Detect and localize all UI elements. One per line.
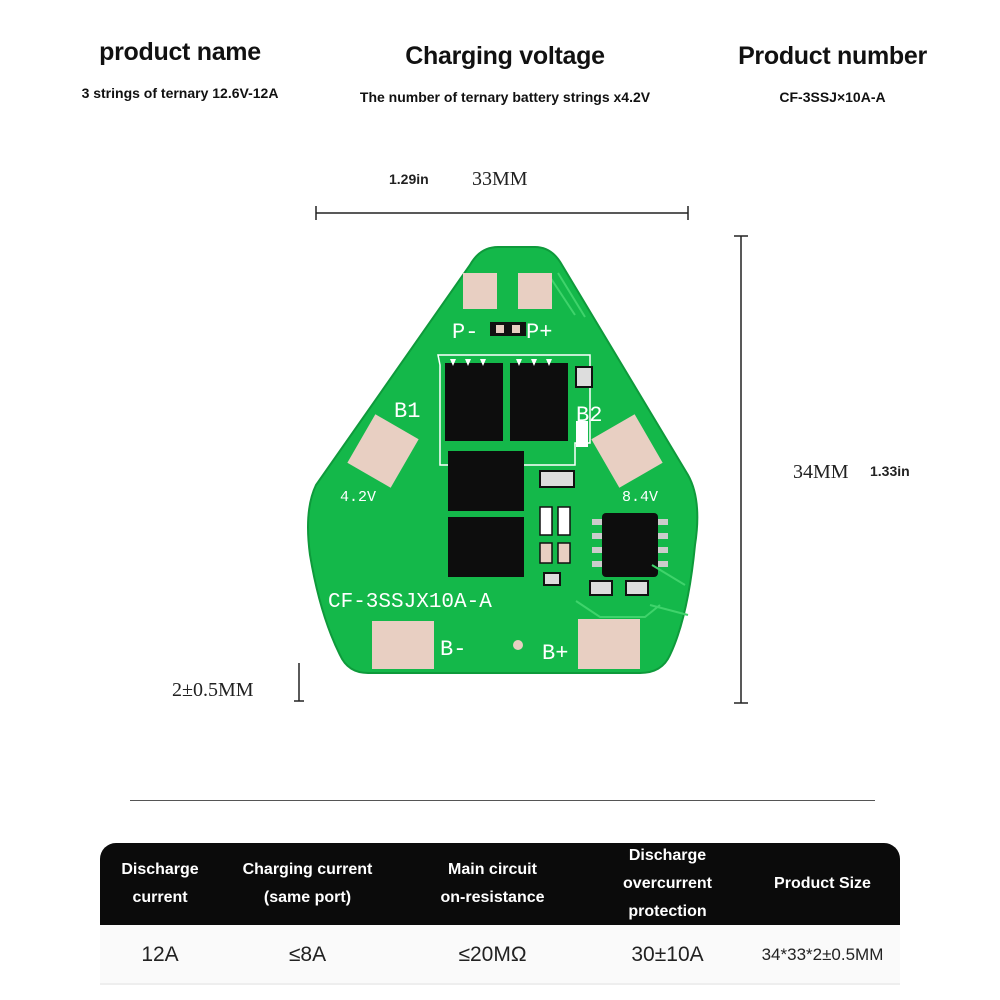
header-product-size: Product Size — [774, 875, 871, 892]
section-divider — [130, 800, 875, 801]
product-number-value: CF-3SSJ×10A-A — [779, 89, 886, 105]
product-name-value: 3 strings of ternary 12.6V-12A — [81, 85, 279, 101]
b2-pad — [591, 414, 663, 488]
board-model-silk: CF-3SSJX10A-A — [328, 591, 492, 614]
voltage-right-label: 8.4V — [622, 489, 658, 506]
height-mm-label: 34MM — [793, 461, 849, 483]
pcb-board-image: P- P+ B1 B2 4.2V — [307, 246, 699, 674]
p-plus-pad — [518, 273, 552, 309]
product-name-title: product name — [99, 38, 261, 66]
product-number-title: Product number — [738, 42, 927, 70]
b-plus-label: B+ — [542, 641, 568, 666]
charging-voltage-block: Charging voltage The number of ternary b… — [300, 42, 710, 105]
mosfet-chips — [445, 363, 568, 577]
product-number-block: Product number CF-3SSJ×10A-A — [700, 42, 965, 105]
p-minus-pad — [463, 273, 497, 309]
height-inches-label: 1.33in — [870, 463, 910, 479]
spec-table-header-bg — [100, 843, 900, 925]
charging-voltage-value: The number of ternary battery strings x4… — [359, 89, 651, 105]
charging-voltage-title: Charging voltage — [405, 42, 605, 70]
value-product-size: 34*33*2±0.5MM — [761, 945, 884, 964]
b1-pad — [347, 414, 419, 488]
b2-label: B2 — [576, 403, 602, 428]
voltage-left-label: 4.2V — [340, 489, 376, 506]
protection-ic — [592, 513, 668, 577]
width-mm-label: 33MM — [472, 168, 528, 190]
value-discharge-current: 12A — [141, 943, 179, 966]
product-name-block: product name 3 strings of ternary 12.6V-… — [40, 38, 320, 101]
b1-label: B1 — [394, 399, 420, 424]
p-plus-label: P+ — [526, 320, 552, 345]
b-minus-label: B- — [440, 637, 466, 662]
value-on-resistance: ≤20MΩ — [458, 943, 527, 966]
spec-table-row-bg — [100, 925, 900, 985]
width-inches-label: 1.29in — [389, 171, 429, 187]
value-overcurrent-protection: 30±10A — [631, 943, 704, 966]
thickness-label: 2±0.5MM — [172, 679, 254, 701]
header-charging-current: Charging current(same port) — [242, 861, 373, 906]
p-minus-label: P- — [452, 320, 478, 345]
b-minus-pad — [372, 621, 434, 669]
b-plus-pad — [578, 619, 640, 669]
value-charging-current: ≤8A — [288, 943, 327, 966]
